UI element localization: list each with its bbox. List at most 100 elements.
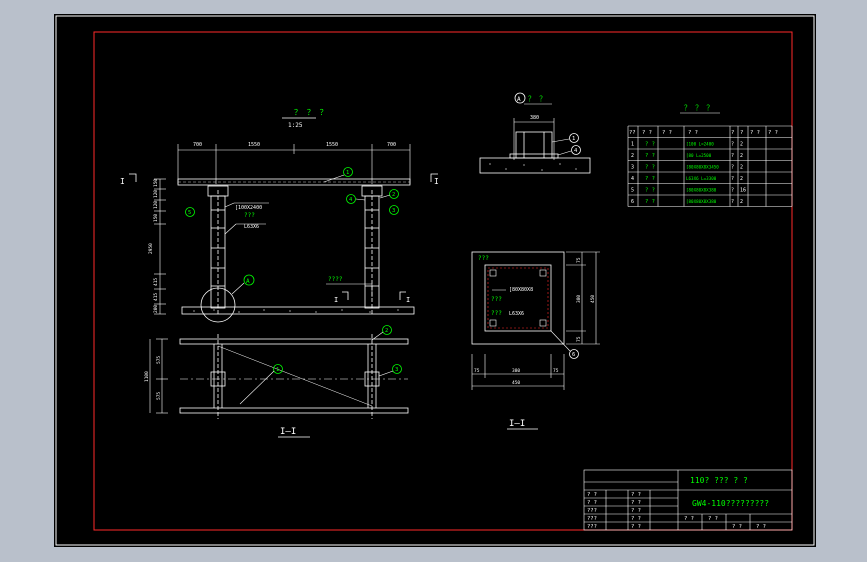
bom-cell-spec: [80X80X8X380: [686, 188, 717, 193]
detail-a-title: ？ ？: [528, 95, 546, 103]
dim-left-3: 120: [153, 201, 159, 209]
bom-cell-qty: 2: [740, 142, 743, 148]
detail-a-dim: 380: [530, 115, 539, 121]
dim-top-3: 1550: [326, 142, 338, 148]
bom-header-cell: ? ?: [750, 130, 760, 136]
dim-top-2: 1550: [248, 142, 260, 148]
bom-cell-unit: ?: [731, 165, 734, 171]
section-note-2: ???: [491, 296, 502, 303]
bom-table: ？ ？ ？ ??? ?? ?? ???? ?? ?1? ?[100 L=2400…: [627, 104, 793, 207]
bom-cell-index: 4: [631, 176, 634, 182]
section-i-i: ??? [80X80X8 ??? ??? L63X6 75 380 75 450: [471, 251, 600, 430]
callout-3-top: 3: [392, 208, 395, 214]
annotation-note-2: ????: [328, 276, 343, 283]
bom-cell-name: ? ?: [645, 188, 655, 194]
bom-cell-unit: ?: [731, 176, 734, 182]
sec-dim-b3: 75: [553, 368, 559, 374]
bom-cell-index: 2: [631, 153, 634, 159]
tb-mid-4: ? ?: [631, 516, 641, 522]
dim-left-6: 415: [153, 278, 159, 286]
bom-cell-spec: [80X80X8X3450: [686, 165, 719, 170]
sec-dim-b1: 75: [474, 368, 480, 374]
bom-header-cell: ? ?: [688, 130, 698, 136]
callout-2-top: 2: [392, 192, 395, 198]
bom-header-cell: ??: [629, 130, 636, 136]
sec-dim-r2: 380: [576, 295, 582, 303]
section-note-channel: [80X80X8: [509, 287, 533, 293]
bom-cell-index: 6: [631, 199, 634, 205]
title-block: 110? ??? ? ? GW4-110????????? ? ? ? ? ??…: [583, 469, 793, 531]
detail-tag: A: [246, 278, 250, 285]
dim-left-1: 150: [153, 179, 159, 187]
detail-a-callout-4: 4: [574, 148, 578, 154]
dim-top-1: 700: [193, 142, 202, 148]
dim-left-2: 120: [153, 190, 159, 198]
sec-dim-r3: 75: [576, 336, 582, 342]
bom-cell-name: ? ?: [645, 142, 655, 148]
bom-header-cell: ? ?: [662, 130, 672, 136]
main-elevation: ？ ？ ？ 1:25 700 1550 1550 700 I I: [120, 108, 439, 323]
section-callout-6: 6: [572, 352, 575, 358]
bom-cell-qty: 16: [740, 188, 746, 194]
bom-cell-name: ? ?: [645, 165, 655, 171]
annotation-channel: [100X2400: [235, 205, 262, 211]
dim-left-7: 415: [153, 293, 159, 301]
tb-mid-3: ? ?: [631, 508, 641, 514]
bom-cell-index: 5: [631, 188, 634, 194]
foundation-slab: [181, 306, 415, 315]
section-mark-right: I: [434, 177, 439, 186]
bom-cell-unit: ?: [731, 188, 734, 194]
bom-cell-qty: 2: [740, 165, 743, 171]
bom-header-cell: ?: [731, 130, 734, 136]
plan-callout-1: 1: [276, 367, 279, 373]
tb-mid-5: ? ?: [631, 524, 641, 530]
tb-bottom-1: ? ?: [684, 516, 694, 522]
callout-5-top: 5: [188, 210, 191, 216]
drawing-sheet: ？ ？ ？ 1:25 700 1550 1550 700 I I: [54, 14, 816, 547]
bom-cell-unit: ?: [731, 199, 734, 205]
bom-title: ？ ？ ？: [684, 104, 713, 112]
dim-left-8: 200: [153, 305, 159, 313]
detail-a-callout-1: 1: [572, 136, 575, 142]
tb-left-5: ???: [587, 524, 597, 530]
annotation-angle: L63X6: [244, 224, 259, 230]
tb-left-1: ? ?: [587, 492, 597, 498]
drawing-border: [93, 31, 793, 531]
plan-view: 1100 575 575 1 3 2 I—I: [144, 325, 409, 438]
detail-tag-circle: [243, 274, 255, 286]
sec-dim-b2: 380: [512, 368, 520, 374]
bom-cell-name: ? ?: [645, 199, 655, 205]
bom-cell-spec: [80 L=2500: [686, 153, 712, 158]
plan-dim-2: 575: [156, 392, 162, 400]
bom-cell-qty: 2: [740, 153, 743, 159]
tb-bottom-4: ? ?: [756, 524, 766, 530]
dim-top-4: 700: [387, 142, 396, 148]
annotation-note-1: ???: [244, 212, 255, 219]
bom-cell-name: ? ?: [645, 176, 655, 182]
detail-a-circle: [200, 287, 236, 323]
cad-drawing: ？ ？ ？ 1:25 700 1550 1550 700 I I: [55, 15, 815, 546]
bom-cell-qty: 2: [740, 176, 743, 182]
detail-a: A ？ ？ 380 1 4: [479, 92, 591, 174]
tb-left-4: ???: [587, 516, 597, 522]
dim-left-4: 150: [153, 214, 159, 222]
tb-left-2: ? ?: [587, 500, 597, 506]
bom-cell-index: 1: [631, 142, 634, 148]
plan-dim-total: 1100: [144, 371, 150, 382]
dim-left-5: 2950: [148, 243, 154, 254]
main-view-title: ？ ？ ？: [294, 108, 328, 117]
section-note-angle: L63X6: [509, 311, 524, 317]
bom-cell-spec: [100 L=2400: [686, 142, 714, 147]
tb-mid-1: ? ?: [631, 492, 641, 498]
bom-cell-unit: ?: [731, 142, 734, 148]
callout-4-top: 4: [349, 197, 353, 203]
plan-callout-3: 3: [395, 367, 398, 373]
bom-header-cell: ? ?: [768, 130, 778, 136]
tb-bottom-3: ? ?: [732, 524, 742, 530]
section-mark-left: I: [120, 177, 125, 186]
callout-1-top: 1: [346, 170, 349, 176]
section-mark-inline-right: I: [406, 296, 410, 304]
bom-header-cell: ? ?: [642, 130, 652, 136]
bom-cell-name: ? ?: [645, 153, 655, 159]
section-title: ???: [478, 255, 489, 262]
